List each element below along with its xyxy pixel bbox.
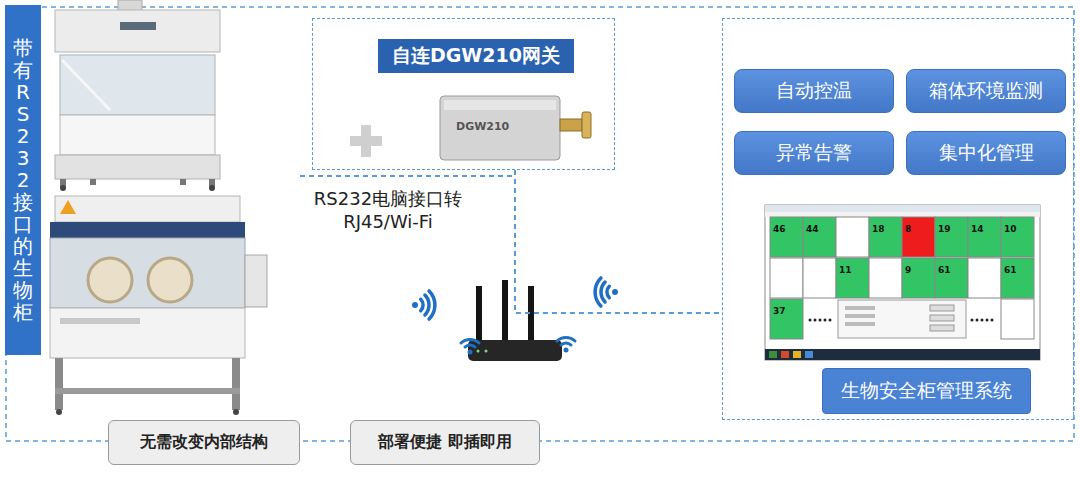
dashed-connector <box>515 170 722 313</box>
cell-number: 61 <box>938 266 951 275</box>
node-text: 集中化管理 <box>939 140 1034 166</box>
cell-number: 18 <box>872 225 885 234</box>
cell-number: 46 <box>773 225 786 234</box>
outer-frame <box>6 7 1074 441</box>
cell-number: 19 <box>938 225 951 234</box>
glovebox-cabinet <box>50 196 267 415</box>
cell-number: 10 <box>1004 225 1017 234</box>
edge-label: RS232电脑接口转 RJ45/Wi-Fi <box>300 187 476 234</box>
biosafety-cabinet <box>55 0 220 191</box>
panel-heading: 生物安全柜管理系统 <box>822 368 1031 414</box>
node-text: 异常告警 <box>776 140 852 166</box>
feature-tag: 无需改变内部结构 <box>108 420 300 465</box>
node-text: 无需改变内部结构 <box>140 432 268 453</box>
feature-button: 自动控温 <box>734 69 894 113</box>
cell-number: 44 <box>806 225 819 234</box>
dashed-link <box>300 175 515 177</box>
feature-button: 箱体环境监测 <box>906 69 1066 113</box>
cell-number: 37 <box>773 307 786 316</box>
system-panel: 生物安全柜管理系统 自动控温 箱体环境监测异常告警 集中化管理 <box>722 18 1074 420</box>
plus-sign <box>350 125 382 157</box>
device-marking: DGW210 <box>456 121 509 132</box>
software-screenshot <box>765 205 1040 360</box>
cell-number: 8 <box>905 225 911 234</box>
gateway-group: 自连DGW210网关 <box>312 18 615 170</box>
panel-heading: 自连DGW210网关 <box>378 39 574 73</box>
node-text: 箱体环境监测 <box>929 78 1043 104</box>
wifi-icon <box>412 291 435 319</box>
wifi-icon <box>557 337 575 352</box>
node-text: 部署便捷 即插即用 <box>378 432 512 453</box>
router <box>468 280 562 361</box>
wifi-icon <box>595 278 618 306</box>
cell-number: 9 <box>905 266 911 275</box>
gateway-device <box>440 96 591 160</box>
feature-button: 集中化管理 <box>906 131 1066 175</box>
node-text: 带有RS232接口的生物柜 <box>13 37 33 323</box>
feature-button: 异常告警 <box>734 131 894 175</box>
side-band: 带有RS232接口的生物柜 <box>5 5 41 355</box>
node-text: 自动控温 <box>776 78 852 104</box>
cell-number: 14 <box>971 225 984 234</box>
feature-tag: 部署便捷 即插即用 <box>350 420 540 465</box>
cell-number: 61 <box>1004 266 1017 275</box>
wifi-icon <box>461 339 479 354</box>
cell-number: 11 <box>839 266 852 275</box>
